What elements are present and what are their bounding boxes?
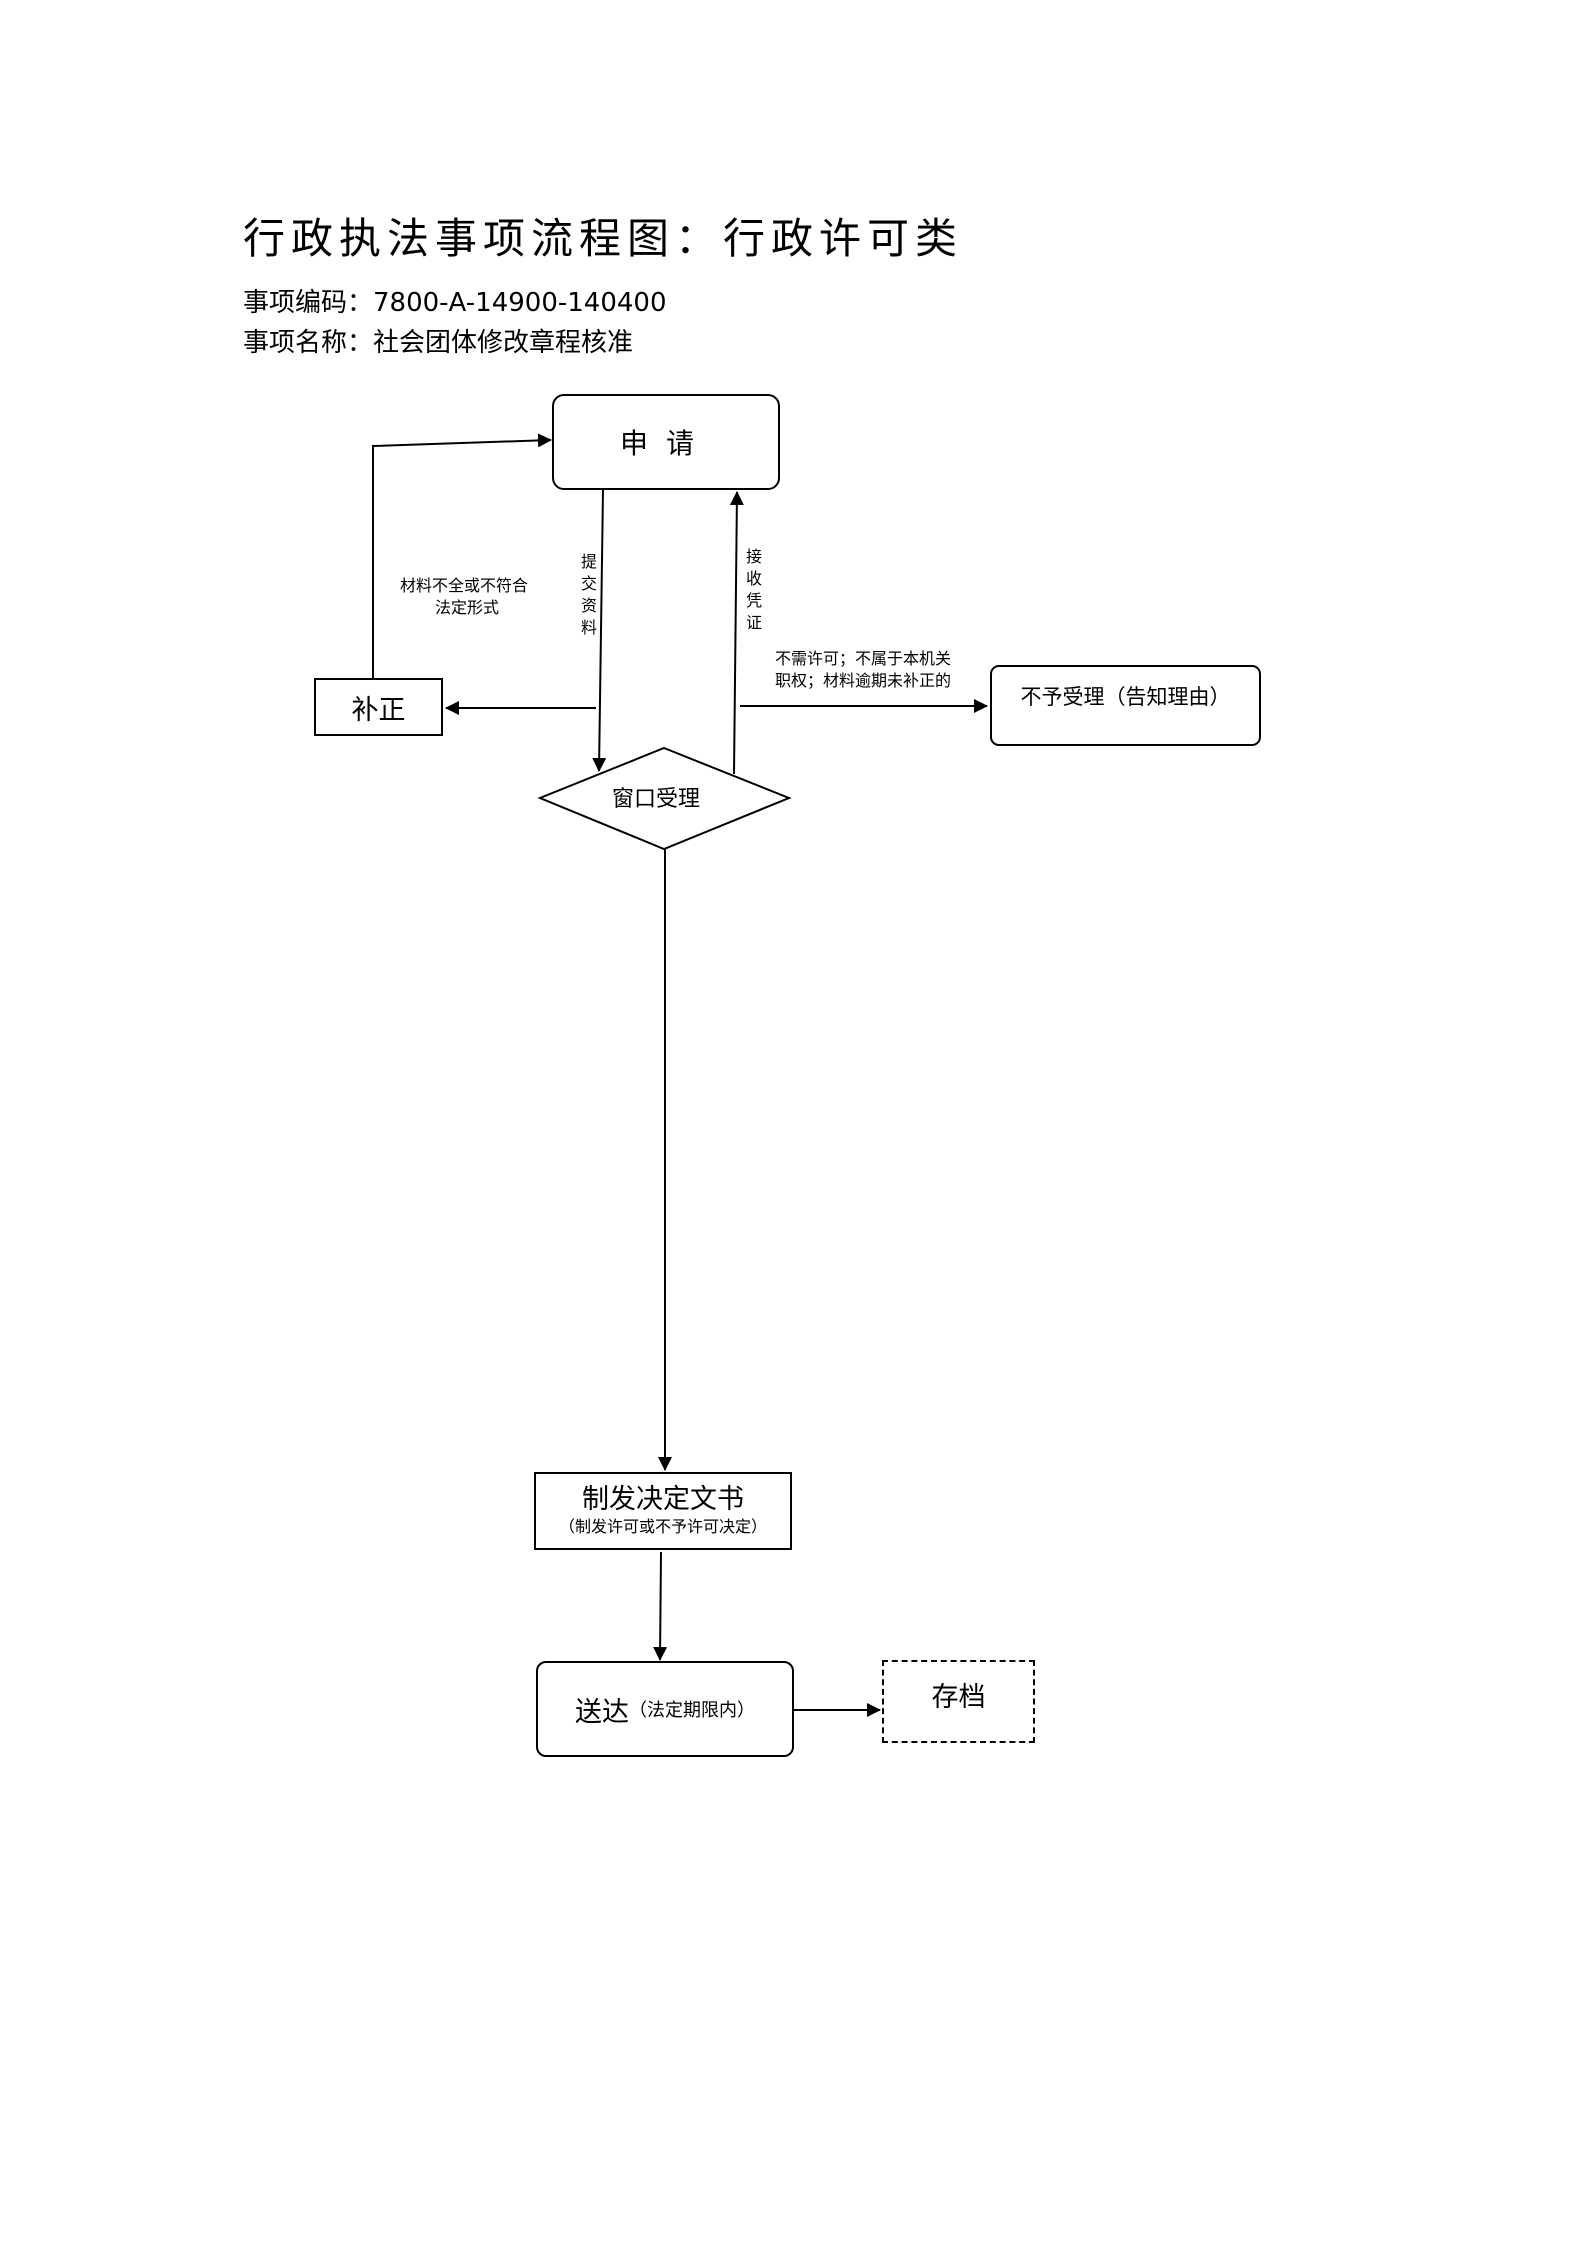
deliver-label: 送达	[575, 1696, 629, 1728]
not-accept-edge-label-2: 职权；材料逾期未补正的	[775, 671, 952, 690]
edge-submit	[592, 489, 607, 772]
archive-node: 存档	[882, 1660, 1035, 1743]
supplement-label: 补正	[351, 694, 406, 726]
supplement-node: 补正	[314, 678, 443, 736]
receipt-edge-label: 接收凭证	[745, 547, 762, 632]
edge-to-deliver	[653, 1551, 668, 1661]
reject-label: 不予受理（告知理由）	[1020, 685, 1231, 709]
submit-edge-label: 提交资料	[580, 552, 597, 637]
decision-label: 制发决定文书	[582, 1484, 744, 1515]
page-title: 行政执法事项流程图：行政许可类	[243, 214, 964, 263]
item-code: 事项编码：7800-A-14900-140400	[243, 288, 667, 318]
reject-node: 不予受理（告知理由）	[990, 665, 1261, 746]
decision-node: 制发决定文书 （制发许可或不予许可决定）	[534, 1472, 792, 1550]
apply-label: 申请	[619, 427, 712, 460]
deliver-note: （法定期限内）	[629, 1700, 755, 1721]
deliver-node: 送达 （法定期限内）	[536, 1661, 794, 1757]
window-accept-label: 窗口受理	[612, 787, 701, 812]
apply-node: 申请	[552, 394, 780, 490]
incomplete-edge-label-1: 材料不全或不符合	[400, 576, 529, 595]
decision-note: （制发许可或不予许可决定）	[558, 1517, 767, 1536]
edge-supplement-return	[372, 433, 552, 678]
archive-label: 存档	[931, 1682, 986, 1713]
item-name: 事项名称：社会团体修改章程核准	[243, 328, 634, 358]
edge-receipt	[729, 491, 744, 775]
incomplete-edge-label-2: 法定形式	[435, 598, 500, 617]
not-accept-edge-label-1: 不需许可；不属于本机关	[775, 649, 952, 668]
